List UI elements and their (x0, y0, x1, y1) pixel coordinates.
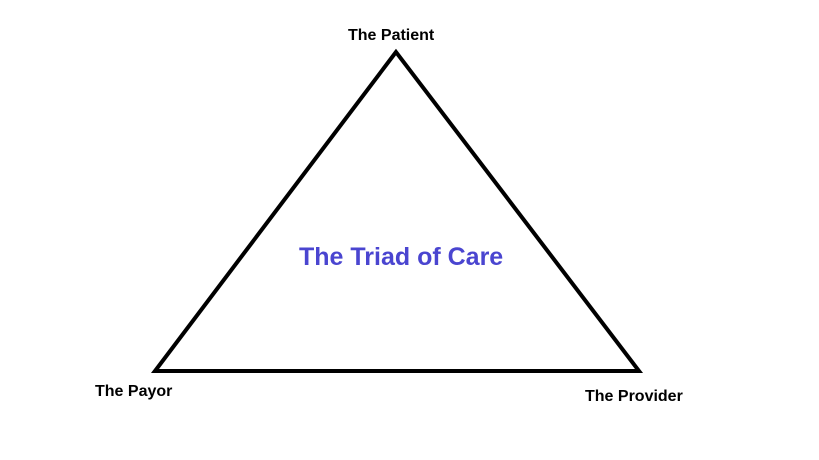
center-label-triad-of-care: The Triad of Care (299, 243, 504, 271)
triangle-outline (150, 48, 644, 373)
vertex-label-payor: The Payor (95, 383, 173, 400)
vertex-label-patient: The Patient (348, 27, 435, 44)
vertex-label-provider: The Provider (585, 388, 683, 405)
